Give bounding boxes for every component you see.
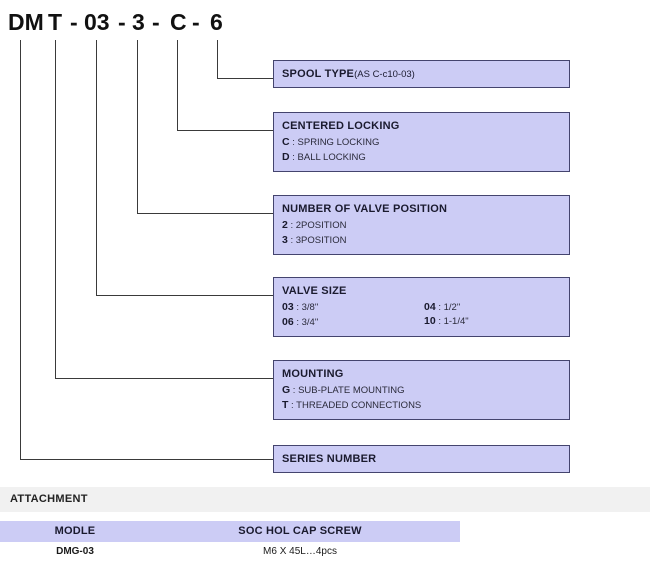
option-sep: : (290, 385, 299, 396)
leader-line-series-number-horizontal (20, 459, 274, 460)
box-title-subtext: (AS C-c10-03) (354, 69, 415, 80)
attachment-label: ATTACHMENT (10, 493, 88, 505)
option-value: 2POSITION (295, 220, 347, 231)
table-row: DMG-03 M6 X 45L…4pcs (0, 542, 460, 562)
leader-line-valve-position-vertical (137, 40, 138, 213)
option-key: 03 (282, 301, 294, 313)
code-dash-2: - (118, 9, 126, 35)
box-valve-size: VALVE SIZE 03 : 3/8" 06 : 3/4" 04 : 1/2"… (273, 277, 570, 337)
option-sep: : (288, 400, 297, 411)
box-option-row: 2 : 2POSITION (282, 218, 561, 233)
code-segment-3: 3 (132, 9, 145, 35)
option-key: T (282, 399, 289, 411)
option-sep: : (293, 302, 302, 313)
option-value: SUB-PLATE MOUNTING (298, 385, 405, 396)
box-title: MOUNTING (282, 368, 344, 380)
box-option-row: 3 : 3POSITION (282, 233, 561, 248)
option-value: BALL LOCKING (297, 152, 366, 163)
box-mounting: MOUNTING G : SUB-PLATE MOUNTING T : THRE… (273, 360, 570, 420)
box-spool-type: SPOOL TYPE(AS C-c10-03) (273, 60, 570, 88)
box-title: CENTERED LOCKING (282, 120, 400, 132)
leader-line-centered-locking-vertical (177, 40, 178, 130)
model-code-line: DM T - 03 - 3 - C - 6 (0, 6, 650, 40)
option-key: 10 (424, 315, 436, 327)
box-option-row: G : SUB-PLATE MOUNTING (282, 383, 561, 398)
box-option-row: T : THREADED CONNECTIONS (282, 398, 561, 413)
leader-line-valve-position-horizontal (137, 213, 274, 214)
option-key: 04 (424, 301, 436, 313)
option-sep: : (289, 137, 298, 148)
box-option-row: 04 : 1/2" (424, 300, 460, 315)
leader-line-spool-type-horizontal (217, 78, 274, 79)
code-segment-dm: DM (8, 9, 44, 35)
code-dash-1: - (70, 9, 78, 35)
option-sep: : (435, 302, 444, 313)
box-title: SERIES NUMBER (282, 453, 377, 465)
option-sep: : (287, 235, 296, 246)
box-title: NUMBER OF VALVE POSITION (282, 203, 448, 215)
box-number-of-valve-position: NUMBER OF VALVE POSITION 2 : 2POSITION 3… (273, 195, 570, 255)
option-key: 2 (282, 219, 288, 231)
box-option-row: 03 : 3/8" (282, 300, 561, 315)
attachment-table: MODLE SOC HOL CAP SCREW DMG-03 M6 X 45L…… (0, 521, 650, 562)
code-segment-t: T (48, 9, 63, 35)
attachment-section-band: ATTACHMENT (0, 487, 650, 512)
code-dash-4: - (192, 9, 200, 35)
option-value: 3POSITION (295, 235, 347, 246)
option-key: 06 (282, 316, 294, 328)
code-segment-03: 03 (84, 9, 110, 35)
box-title-text: SPOOL TYPE (282, 68, 355, 80)
option-value: 3/4" (301, 317, 319, 328)
code-dash-3: - (152, 9, 160, 35)
column-header-soc-hol-cap-screw: SOC HOL CAP SCREW (238, 525, 362, 537)
option-sep: : (435, 316, 444, 327)
box-option-row: 10 : 1-1/4" (424, 314, 469, 329)
box-centered-locking: CENTERED LOCKING C : SPRING LOCKING D : … (273, 112, 570, 172)
option-value: SPRING LOCKING (297, 137, 380, 148)
attachment-table-header-row: MODLE SOC HOL CAP SCREW (0, 521, 460, 542)
leader-line-valve-size-horizontal (96, 295, 274, 296)
column-header-modle: MODLE (54, 525, 96, 537)
option-key: 3 (282, 234, 288, 246)
valve-size-option-grid: 03 : 3/8" 06 : 3/4" 04 : 1/2" 10 : 1-1/4… (282, 300, 561, 330)
cell-model: DMG-03 (56, 546, 94, 557)
leader-line-centered-locking-horizontal (177, 130, 274, 131)
option-value: 1/2" (443, 302, 461, 313)
box-series-number: SERIES NUMBER (273, 445, 570, 473)
code-segment-6: 6 (210, 9, 223, 35)
option-key: G (282, 384, 291, 396)
box-title: VALVE SIZE (282, 285, 347, 297)
box-option-row: C : SPRING LOCKING (282, 135, 561, 150)
option-sep: : (289, 152, 298, 163)
box-option-row: 06 : 3/4" (282, 315, 561, 330)
option-sep: : (287, 220, 296, 231)
option-value: 3/8" (301, 302, 319, 313)
option-value: THREADED CONNECTIONS (296, 400, 422, 411)
option-key: D (282, 151, 290, 163)
box-title: SPOOL TYPE(AS C-c10-03) (282, 67, 561, 82)
option-sep: : (293, 317, 302, 328)
leader-line-valve-size-vertical (96, 40, 97, 295)
box-option-row: D : BALL LOCKING (282, 150, 561, 165)
leader-line-series-number-vertical (20, 40, 21, 459)
code-segment-c: C (170, 9, 187, 35)
leader-line-mounting-horizontal (55, 378, 274, 379)
leader-line-mounting-vertical (55, 40, 56, 378)
option-key: C (282, 136, 290, 148)
option-value: 1-1/4" (443, 316, 469, 327)
leader-line-spool-type-vertical (217, 40, 218, 78)
cell-screw: M6 X 45L…4pcs (263, 546, 337, 557)
